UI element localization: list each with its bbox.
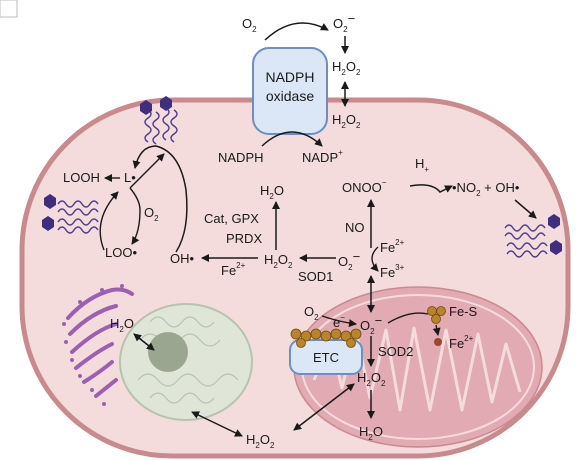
lipid-chains-right [504,224,548,258]
loo-radical-label: LOO• [105,245,137,260]
etc-label: ETC [313,350,339,365]
er-ribosomes [62,284,124,406]
detox-h2o-label: H2O [260,183,284,201]
nadph-label: NADPH [218,150,264,165]
peroxynitrite-label: ONOO− [342,178,387,195]
lipid-o2-label: O2 [144,205,159,223]
nadph-oxidase-label-1: NADPH [265,69,314,85]
mito-o2-label: O2 [304,304,319,322]
hydroxyl-radical-label: OH• [170,251,195,266]
lipid-radical-label: L• [124,170,136,185]
iron-redox-arrow [370,246,379,272]
oh-attacks-lipid-arrow [132,145,188,253]
nadp-label: NADP+ [302,148,343,165]
fes-release-arrow [432,324,441,336]
central-superoxide-label: O2− [338,249,360,272]
central-fe2-label: Fe2+ [380,238,405,255]
superoxide-to-fes-arrow [387,312,429,324]
lipid-chains-top [144,107,178,145]
looh-label: LOOH [63,170,100,185]
membrane-h2o2: H2O2 [332,112,361,130]
lipid-head-3 [44,194,56,209]
o2-to-superoxide-arrow [264,22,329,41]
corner-frame [0,0,18,18]
fe-s-label: Fe-S [449,304,478,319]
l-to-loo-arrow [129,187,141,245]
lipid-head-4 [42,216,54,231]
fenton-fe2-label: Fe2+ [221,261,246,278]
enzymes-cat-gpx-label: Cat, GPX [204,211,259,226]
nucleus [119,303,253,421]
mito-fe2-label: Fe2+ [449,334,474,351]
lipid-head-2 [160,96,172,111]
nadph-oxidase-label-2: oxidase [266,88,314,104]
lipid-chains-left [57,200,99,234]
fe-s-cluster-icon [427,306,446,324]
central-fe3-label: Fe3+ [380,263,405,280]
h-plus-label: H+ [415,156,429,174]
etc-particles [290,328,362,348]
mito-h2o2-label: H2O2 [357,370,386,388]
electron-label: e− [333,313,345,330]
outside-superoxide: O2− [333,11,355,34]
mito-h2o-label: H2O [359,424,383,442]
enzymes-prdx-label: PRDX [226,231,262,246]
products-to-lipid-arrow [514,199,537,219]
outside-o2: O2 [242,16,257,34]
nitric-oxide-label: NO [345,220,365,235]
nitrogen-products-label: •NO2 + OH• [452,180,520,198]
sod2-label: SOD2 [378,344,413,359]
sod1-label: SOD1 [298,269,333,284]
lipid-head-5 [548,214,560,229]
nadph-oxidase-box [252,47,328,135]
lipid-to-membrane-arrow [129,153,165,189]
nucleus-h2o2-arrow [191,411,243,437]
bottom-h2o2-label: H2O2 [246,432,275,450]
mito-superoxide-label: O2− [360,313,382,336]
endoplasmic-reticulum [66,287,134,398]
onoo-to-products-arrow [409,184,453,193]
loo-to-l-arrow [99,191,119,251]
er-nucleus-arrow [133,333,155,351]
outside-h2o2: H2O2 [332,59,361,77]
lipid-head-1 [140,100,152,115]
mito-h2o2-exchange-arrow [293,383,355,431]
nadph-to-nadp-arrow [261,131,323,147]
cytosol-h2o2-label: H2O2 [264,252,293,270]
lipid-head-6 [550,240,562,255]
released-iron-icon [434,338,442,346]
mito-o2-to-superoxide-arrow [321,315,357,328]
